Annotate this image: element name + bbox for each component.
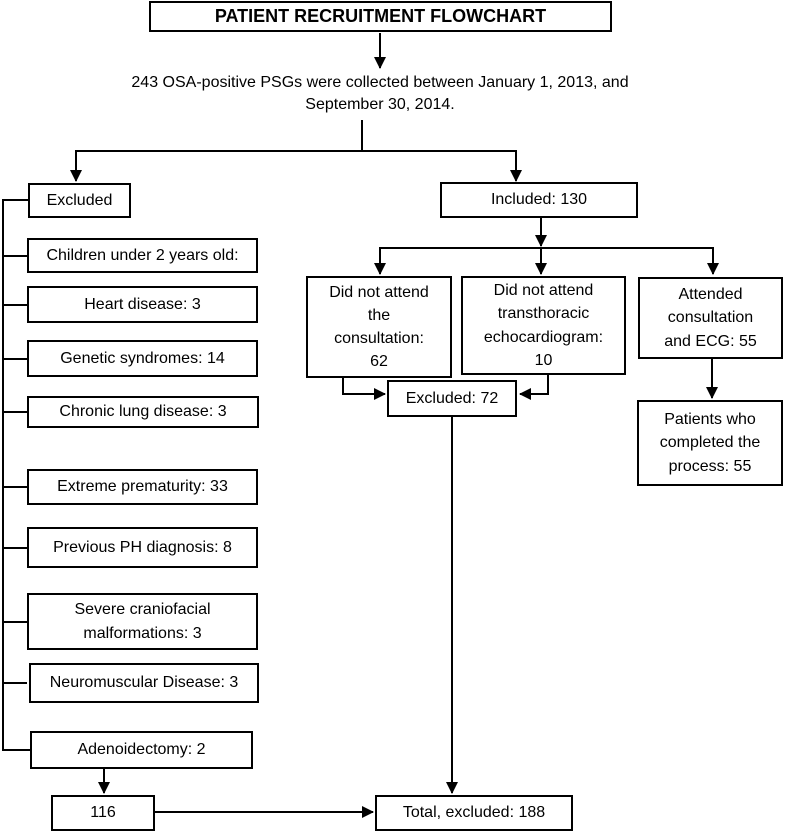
node-chronic-lung-disease: Chronic lung disease: 3 xyxy=(27,396,259,428)
node-total-excluded-188: Total, excluded: 188 xyxy=(375,795,573,831)
node-genetic-syndromes: Genetic syndromes: 14 xyxy=(27,340,258,377)
node-extreme-prematurity: Extreme prematurity: 33 xyxy=(27,469,258,505)
node-severe-craniofacial-malformations: Severe craniofacial malformations: 3 xyxy=(27,593,258,650)
node-did-not-attend-echocardiogram: Did not attend transthoracic echocardiog… xyxy=(461,276,626,375)
node-patients-completed-process: Patients who completed the process: 55 xyxy=(637,400,783,486)
node-heart-disease: Heart disease: 3 xyxy=(27,286,258,323)
node-did-not-attend-consultation: Did not attend the consultation: 62 xyxy=(306,276,452,378)
node-adenoidectomy: Adenoidectomy: 2 xyxy=(30,731,253,769)
intro-statement: 243 OSA-positive PSGs were collected bet… xyxy=(131,74,629,113)
node-excluded-header: Excluded xyxy=(28,183,131,218)
node-excluded-72: Excluded: 72 xyxy=(387,380,517,417)
flowchart-title: PATIENT RECRUITMENT FLOWCHART xyxy=(149,1,612,32)
node-excluded-subtotal-116: 116 xyxy=(51,795,155,831)
node-included-130: Included: 130 xyxy=(440,182,638,218)
node-attended-consultation-ecg: Attended consultation and ECG: 55 xyxy=(638,277,783,359)
node-children-under-2: Children under 2 years old: xyxy=(27,238,258,273)
node-previous-ph-diagnosis: Previous PH diagnosis: 8 xyxy=(27,527,258,568)
node-neuromuscular-disease: Neuromuscular Disease: 3 xyxy=(29,663,259,703)
